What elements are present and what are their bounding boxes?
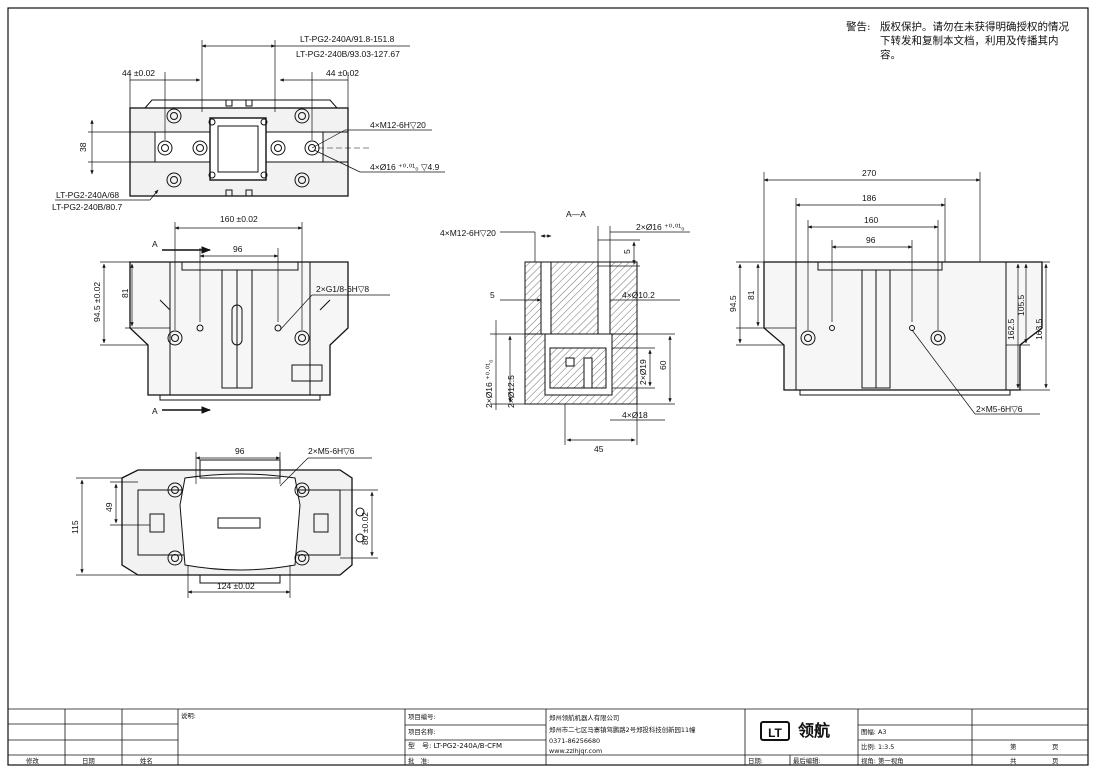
side-dim-163-5: 163.5 <box>1034 318 1044 340</box>
total-label: 共 <box>1010 757 1017 765</box>
company-phone: 0371-86256680 <box>549 737 601 745</box>
front-dim-81: 81 <box>120 288 130 298</box>
top-view <box>55 40 445 201</box>
side-dim-81: 81 <box>746 290 756 300</box>
side-dim-186: 186 <box>862 193 876 203</box>
drawing-size: 图幅: A3 <box>861 728 887 736</box>
project-no: 项目编号: <box>408 713 436 721</box>
top-dim-b: LT-PG2-240B/93.03-127.67 <box>296 49 400 59</box>
company-address: 郑州市二七区马寨镇驾鹏路2号郑投科技创新园11幢 <box>549 726 696 734</box>
side-dim-162-5: 162.5 <box>1006 318 1016 340</box>
section-bore-top: 2×Ø16 ⁺⁰·⁰¹₀ <box>636 222 685 232</box>
bottom-dim-80: 80 ±0.02 <box>360 512 370 545</box>
side-dim-105-5: 105.5 <box>1016 294 1026 316</box>
front-view <box>100 222 390 414</box>
bottom-dim-115: 115 <box>70 520 80 534</box>
bottom-view <box>76 452 378 598</box>
top-dim-a: LT-PG2-240A/91.8-151.8 <box>300 34 395 44</box>
section-bore-12-5: 2×Ø12.5 <box>506 375 516 408</box>
side-dim-96: 96 <box>866 235 876 245</box>
section-title: A—A <box>566 209 586 219</box>
title-block-grid <box>8 708 1088 765</box>
logo-mark: LT <box>760 721 790 741</box>
top-dim-right-44: 44 ±0.02 <box>326 68 359 78</box>
section-bore-16-left: 2×Ø16 ⁺⁰·⁰¹₀ <box>484 359 494 408</box>
last-edit-label: 最后编辑: <box>793 757 821 765</box>
bottom-dim-96: 96 <box>235 446 245 456</box>
side-dim-160: 160 <box>864 215 878 225</box>
top-thread-label: 4×M12-6H▽20 <box>370 120 426 130</box>
side-thread-label: 2×M5-6H▽6 <box>976 404 1023 414</box>
bottom-thread-label: 2×M5-6H▽6 <box>308 446 355 456</box>
model-number: 型 号: LT-PG2-240A/B-CFM <box>408 742 503 750</box>
front-port-label: 2×G1/8-6H▽8 <box>316 284 369 294</box>
front-dim-94-5: 94.5 ±0.02 <box>92 282 102 322</box>
approve-label: 批 准: <box>408 757 430 765</box>
company-web: www.zzlhjqr.com <box>549 747 603 755</box>
rev-mark-label: 修改 <box>26 757 39 765</box>
section-dim-45: 45 <box>594 444 604 454</box>
project-name: 项目名称: <box>408 728 436 736</box>
outer-frame <box>7 7 1089 766</box>
section-dim-5-top: 5 <box>622 249 632 254</box>
section-mark-a-bottom: A <box>152 406 158 416</box>
view-angle: 视角: 第一视角 <box>861 757 904 765</box>
top-dim-38: 38 <box>78 142 88 152</box>
bottom-dim-49: 49 <box>104 502 114 512</box>
section-bore-19: 2×Ø19 <box>638 359 648 385</box>
section-mark-a-top: A <box>152 239 158 249</box>
side-view <box>736 172 1050 415</box>
rev-date-label: 日期 <box>82 757 95 765</box>
rev-name-label: 姓名 <box>140 757 153 765</box>
section-bore-10-2: 4×Ø10.2 <box>622 290 655 300</box>
page-unit: 页 <box>1052 743 1059 751</box>
bottom-dim-124: 124 ±0.02 <box>217 581 255 591</box>
page-label: 第 <box>1010 743 1017 751</box>
top-bore-label: 4×Ø16 ⁺⁰·⁰¹₀ ▽4.9 <box>370 162 440 172</box>
side-dim-94-5: 94.5 <box>728 295 738 312</box>
warning-text: 版权保护。请勿在未获得明确授权的情况下转发和复制本文档，利用及传播其内容。 <box>880 21 1069 61</box>
section-dim-5-left: 5 <box>490 290 495 300</box>
side-dim-270: 270 <box>862 168 876 178</box>
copyright-warning: 警告: 版权保护。请勿在未获得明确授权的情况下转发和复制本文档，利用及传播其内容。 <box>846 20 1086 62</box>
section-a-a <box>490 226 690 445</box>
section-thread-label: 4×M12-6H▽20 <box>440 228 496 238</box>
front-dim-96: 96 <box>233 244 243 254</box>
front-dim-160: 160 ±0.02 <box>220 214 258 224</box>
section-bore-18: 4×Ø18 <box>622 410 648 420</box>
drawing-scale: 比例: 1:3.5 <box>861 743 895 751</box>
top-stroke-b: LT-PG2-240B/80.7 <box>52 202 123 212</box>
company-name: 郑州领航机器人有限公司 <box>549 714 620 722</box>
note-label: 说明: <box>181 712 196 720</box>
company-logo: LT 领航 <box>756 716 851 746</box>
date-label: 日期: <box>748 757 763 765</box>
top-stroke-a: LT-PG2-240A/68 <box>56 190 119 200</box>
warning-label: 警告: <box>846 21 871 33</box>
total-unit: 页 <box>1052 757 1059 765</box>
section-dim-60: 60 <box>658 360 668 370</box>
top-dim-left-44: 44 ±0.02 <box>122 68 155 78</box>
logo-name: 领航 <box>798 721 831 740</box>
